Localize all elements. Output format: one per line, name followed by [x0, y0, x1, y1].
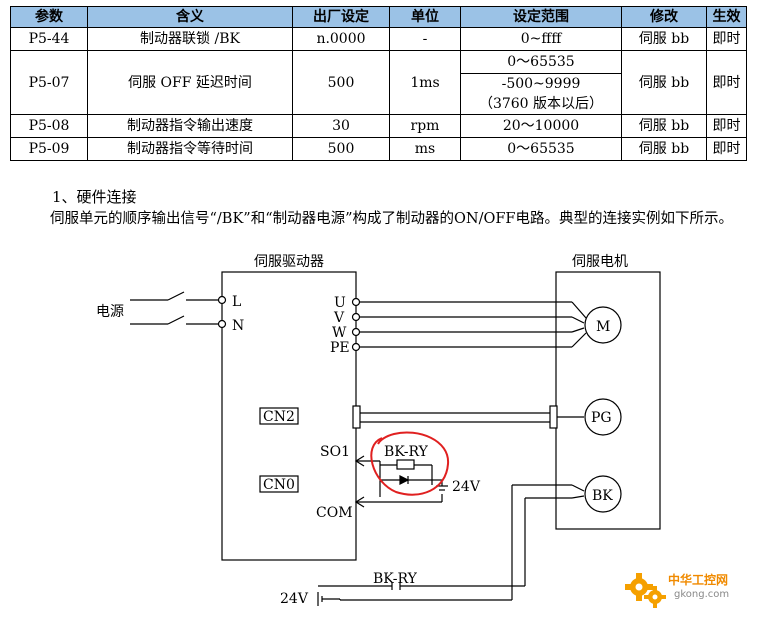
header-meaning: 含义	[87, 6, 293, 28]
bkry-relay-label: BK-RY	[384, 444, 429, 460]
cn2-label: CN2	[263, 409, 295, 425]
bkry-contact-label: BK-RY	[373, 571, 418, 587]
cn2-port	[352, 405, 361, 429]
table-row: P5-44 制动器联锁 /BK n.0000 - 0~ffff 伺服 bb 即时	[10, 27, 747, 51]
motor-m-circle	[584, 306, 622, 344]
bk-circle	[584, 475, 622, 513]
servo-motor-box	[555, 271, 661, 530]
header-modify: 修改	[621, 6, 707, 28]
table-row: P5-07 伺服 OFF 延迟时间 500 1ms 0～65535 伺服 bb …	[10, 50, 747, 115]
table-header-row: 参数 含义 出厂设定 单位 设定范围 修改 生效	[10, 6, 747, 28]
header-range: 设定范围	[460, 6, 622, 28]
cell-effect: 即时	[706, 114, 747, 138]
parameter-table: 参数 含义 出厂设定 单位 设定范围 修改 生效 P5-44 制动器联锁 /BK…	[10, 6, 747, 161]
red-annotation-circle	[370, 431, 450, 496]
cell-param: P5-44	[10, 27, 88, 51]
cell-default: n.0000	[292, 27, 390, 51]
cell-range: 0～65535	[460, 137, 622, 161]
cell-unit: rpm	[389, 114, 461, 138]
header-effect: 生效	[706, 6, 747, 28]
motor-label: 伺服电机	[572, 254, 628, 270]
terminal-w: W	[332, 325, 347, 341]
cell-modify: 伺服 bb	[621, 50, 707, 115]
gkong-watermark: 中华工控网 gkong.com	[622, 565, 752, 613]
wiring-diagram: 伺服驱动器 伺服电机 电源 L N U V W PE M CN2 PG SO1 …	[96, 254, 661, 607]
section-paragraph: 伺服单元的顺序输出信号“/BK”和“制动器电源”构成了制动器的ON/OFF电路。…	[50, 211, 733, 227]
cell-range: 0~ffff	[460, 27, 622, 51]
header-unit: 单位	[389, 6, 461, 28]
cell-range: 20～10000	[460, 114, 622, 138]
cell-effect: 即时	[706, 137, 747, 161]
cell-default: 30	[292, 114, 390, 138]
cn0-label: CN0	[263, 477, 295, 493]
terminal-n: N	[232, 318, 244, 334]
cell-default: 500	[292, 50, 390, 115]
relay-coil	[396, 459, 415, 470]
table-row: P5-08 制动器指令输出速度 30 rpm 20～10000 伺服 bb 即时	[10, 114, 747, 138]
power-cable	[351, 297, 587, 352]
cell-param: P5-09	[10, 137, 88, 161]
cell-param: P5-08	[10, 114, 88, 138]
com-label: COM	[316, 505, 353, 521]
cell-unit: -	[389, 27, 461, 51]
power-switches	[130, 291, 227, 329]
header-param: 参数	[10, 6, 88, 28]
cell-range: 0～65535	[460, 50, 622, 74]
flyback-diode	[399, 475, 410, 485]
cn0-connector	[259, 475, 299, 493]
cell-meaning: 伺服 OFF 延迟时间	[87, 50, 293, 115]
bk-label: BK	[592, 488, 613, 504]
cell-effect: 即时	[706, 50, 747, 115]
driver-label: 伺服驱动器	[254, 254, 324, 270]
table-row: -500~9999 （3760 版本以后）	[11, 73, 747, 115]
header-default: 出厂设定	[292, 6, 390, 28]
pg-port	[549, 405, 558, 429]
gear-icon	[625, 573, 666, 608]
cell-effect: 即时	[706, 27, 747, 51]
cell-unit: 1ms	[389, 50, 461, 115]
cell-unit: ms	[389, 137, 461, 161]
cell-modify: 伺服 bb	[621, 114, 707, 138]
section-title: 1、硬件连接	[52, 188, 137, 206]
so1-label: SO1	[320, 444, 350, 460]
terminal-v: V	[333, 310, 345, 326]
pg-circle	[584, 398, 622, 436]
cell-range-version: -500~9999 （3760 版本以后）	[460, 73, 622, 115]
cell-modify: 伺服 bb	[621, 137, 707, 161]
power-label: 电源	[96, 304, 124, 320]
cell-param: P5-07	[10, 50, 88, 115]
watermark-main: 中华工控网	[668, 573, 729, 587]
cell-modify: 伺服 bb	[621, 27, 707, 51]
cell-meaning: 制动器指令输出速度	[87, 114, 293, 138]
table-row: P5-09 制动器指令等待时间 500 ms 0～65535 伺服 bb 即时	[10, 137, 747, 161]
cell-meaning: 制动器指令等待时间	[87, 137, 293, 161]
brake-24v-label: 24V	[280, 591, 309, 607]
cell-default: 500	[292, 137, 390, 161]
terminal-l: L	[232, 294, 241, 310]
terminal-u: U	[334, 295, 346, 311]
motor-m-label: M	[596, 319, 610, 335]
pg-label: PG	[591, 410, 612, 426]
watermark-sub: gkong.com	[674, 589, 730, 600]
cn2-connector	[259, 407, 299, 425]
coil-24v-label: 24V	[452, 479, 481, 495]
cell-range-value: -500~9999	[501, 76, 581, 92]
terminal-pe: PE	[330, 340, 350, 356]
cell-range-note: （3760 版本以后）	[478, 96, 604, 112]
cell-meaning: 制动器联锁 /BK	[87, 27, 293, 51]
